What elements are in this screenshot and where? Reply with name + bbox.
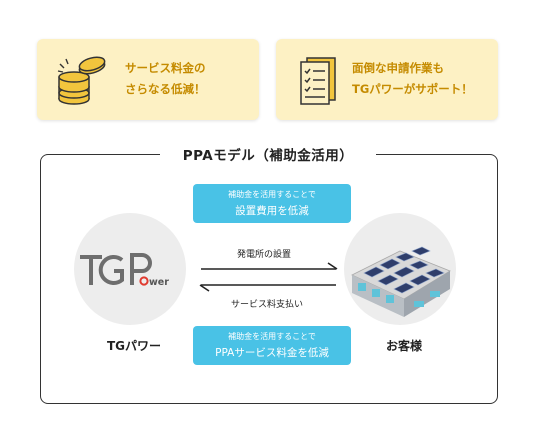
card-text: 面倒な申請作業も TGパワーがサポート！ <box>352 58 473 100</box>
svg-text:wer: wer <box>149 277 169 288</box>
customer-building-circle <box>344 213 456 325</box>
card-line: サービス料金の <box>125 61 206 75</box>
arrow-label-installation: 発電所の設置 <box>237 250 292 260</box>
callout-installation-cost: 補助金を活用することで 設置費用を低減 <box>193 184 351 223</box>
arrow-to-customer-head <box>327 262 338 270</box>
diagram-title: PPAモデル（補助金活用） <box>160 144 376 164</box>
callout-small-text: 補助金を活用することで <box>228 332 316 341</box>
callout-main-text: 設置費用を低減 <box>235 205 309 217</box>
checklist-document-icon <box>300 57 336 105</box>
left-node-label: TGパワー <box>107 339 162 353</box>
card-line: 面倒な申請作業も <box>352 61 444 75</box>
card-text: サービス料金の さらなる低減！ <box>125 58 206 100</box>
arrow-label-payment: サービス料支払い <box>231 300 304 310</box>
card-line: TGパワーがサポート！ <box>352 82 473 96</box>
coin-stack-icon <box>57 56 106 105</box>
tg-power-logo: wer <box>80 253 169 288</box>
callout-main-text: PPAサービス料金を低減 <box>215 347 329 359</box>
callout-service-fee: 補助金を活用することで PPAサービス料金を低減 <box>193 326 351 365</box>
card-line: さらなる低減！ <box>125 82 206 96</box>
right-node-label: お客様 <box>386 339 423 353</box>
arrow-to-tgpower-head <box>199 284 210 292</box>
benefit-card-support: 面倒な申請作業も TGパワーがサポート！ <box>276 39 498 120</box>
callout-small-text: 補助金を活用することで <box>228 190 316 199</box>
solar-panel-building-icon <box>351 246 451 317</box>
tg-power-logo-circle: wer <box>74 213 186 325</box>
benefit-card-cost: サービス料金の さらなる低減！ <box>37 39 259 120</box>
